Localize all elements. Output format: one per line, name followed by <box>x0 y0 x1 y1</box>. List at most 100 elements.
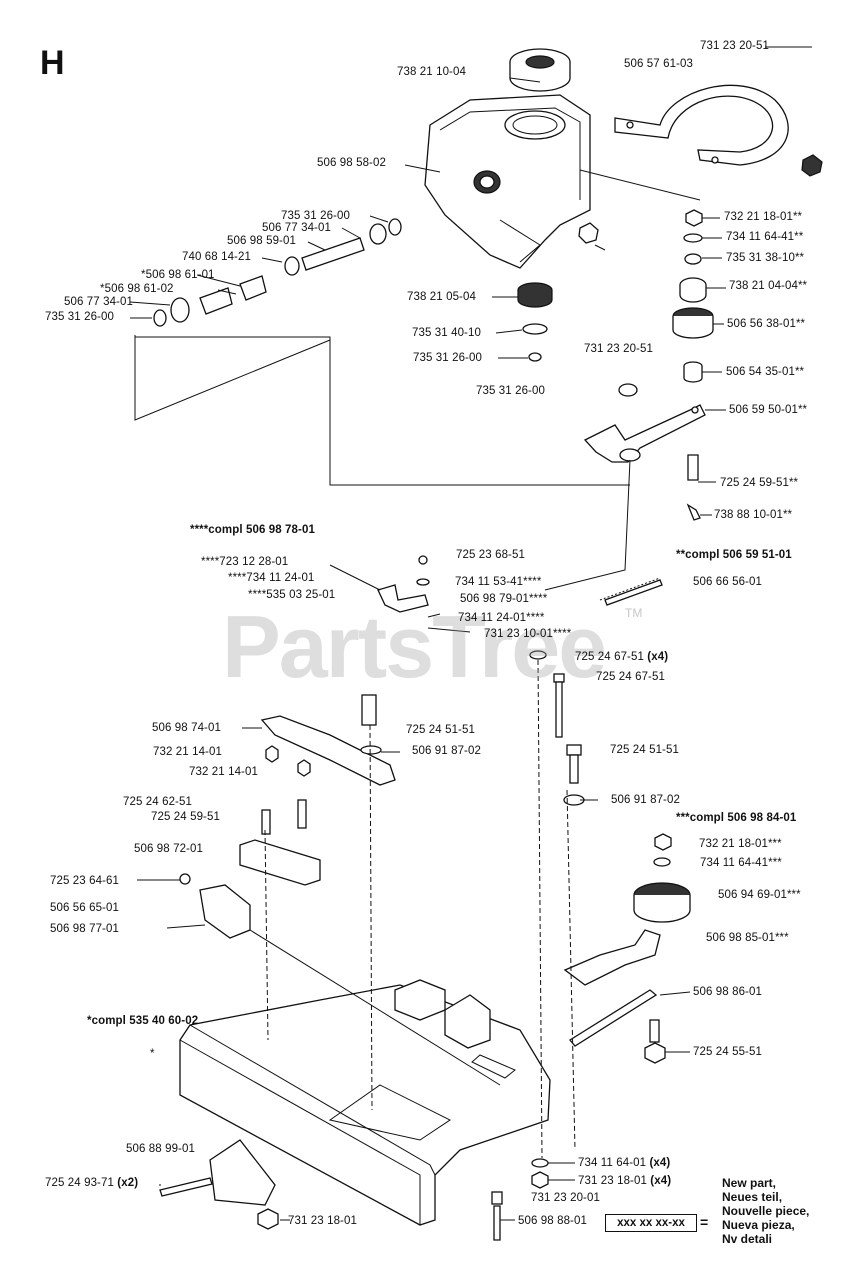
part-label: 735 31 26-00 <box>413 352 482 364</box>
part-label: 738 88 10-01** <box>714 509 793 521</box>
watermark: PartsTree <box>222 597 607 696</box>
part-label: 732 21 18-01** <box>724 211 803 223</box>
section-letter: H <box>40 44 65 82</box>
part-label: 506 98 77-01 <box>50 923 119 935</box>
center-bolts <box>529 650 585 806</box>
bottom-center-parts <box>491 1158 549 1241</box>
part-label: 725 24 62-51 <box>123 796 192 808</box>
part-label: 506 56 65-01 <box>50 902 119 914</box>
legend-equals: = <box>700 1214 709 1230</box>
part-label: 738 21 10-04 <box>397 66 466 78</box>
part-label: 506 54 35-01** <box>726 366 805 378</box>
part-label: 725 24 59-51 <box>151 811 220 823</box>
legend-line: Nv detali <box>722 1232 773 1246</box>
part-label: 506 98 85-01*** <box>706 932 789 944</box>
legend-text: New part, Neues teil, Nouvelle piece, Nu… <box>722 1176 809 1246</box>
legend-line: Nouvelle piece, <box>722 1204 810 1218</box>
part-label: 506 88 99-01 <box>126 1143 195 1155</box>
part-label: 732 21 14-01 <box>189 766 258 778</box>
part-label: 725 24 59-51** <box>720 477 799 489</box>
part-label: ****723 12 28-01 <box>201 556 289 568</box>
part-label: 725 24 51-51 <box>406 724 475 736</box>
gearbox-housing <box>424 94 591 269</box>
part-label: ****734 11 24-01 <box>228 572 315 584</box>
part-label: *506 98 61-01 <box>141 269 215 281</box>
part-label: 740 68 14-21 <box>182 251 251 263</box>
part-label: 725 24 55-51 <box>693 1046 762 1058</box>
part-label: 732 21 18-01*** <box>699 838 782 850</box>
mid-plate <box>260 694 396 786</box>
part-label: 731 23 18-01 <box>288 1215 357 1227</box>
part-label: 725 24 67-51 (x4) <box>575 651 669 663</box>
watermark-tm: TM <box>625 606 643 620</box>
compl-label: **compl 506 59 51-01 <box>676 549 792 561</box>
bottom-left-bracket <box>159 1139 279 1230</box>
part-label: 734 11 64-41*** <box>700 857 782 869</box>
part-label: 734 11 24-01**** <box>458 612 545 624</box>
part-label: 734 11 53-41**** <box>455 576 542 588</box>
legend-line: New part, <box>722 1176 777 1190</box>
compl-label: ***compl 506 98 84-01 <box>676 812 797 824</box>
mounting-strap <box>614 84 789 166</box>
bearing-lower <box>517 282 553 362</box>
spring-upper-body <box>604 579 663 606</box>
part-label: 738 21 05-04 <box>407 291 476 303</box>
compl-label: *compl 535 40 60-02 <box>87 1015 199 1027</box>
part-label: 506 77 34-01 <box>64 296 133 308</box>
part-label: 731 23 20-51 <box>700 40 769 52</box>
part-label: 506 56 38-01** <box>727 318 806 330</box>
spring-upper <box>599 577 661 601</box>
lower-left-bracket <box>179 873 251 939</box>
part-label: 731 23 20-01 <box>531 1192 600 1204</box>
part-label: 725 23 68-51 <box>456 549 525 561</box>
part-label: 725 24 67-51 <box>596 671 665 683</box>
legend-line: Nueva pieza, <box>722 1218 795 1232</box>
part-label: 506 91 87-02 <box>412 745 481 757</box>
tensioner-arm <box>583 383 706 521</box>
part-label: 725 23 64-61 <box>50 875 119 887</box>
part-label: 734 11 64-01 (x4) <box>578 1157 671 1169</box>
part-label: 506 77 34-01 <box>262 222 331 234</box>
part-label: 735 31 40-10 <box>412 327 481 339</box>
legend-code-box: xxx xx xx-xx <box>605 1214 697 1232</box>
legend-line: Neues teil, <box>722 1190 783 1204</box>
pulley-assembly <box>563 833 691 1064</box>
bearing-top <box>509 48 571 92</box>
star-mark: * <box>150 1048 155 1060</box>
part-label: 506 98 59-01 <box>227 235 296 247</box>
part-label: 506 66 56-01 <box>693 576 762 588</box>
part-label: 506 59 50-01** <box>729 404 808 416</box>
part-label: 735 31 26-00 <box>281 210 350 222</box>
part-label: 734 11 64-41** <box>726 231 804 243</box>
leader-lines <box>129 46 812 1221</box>
part-label: 506 57 61-03 <box>624 58 693 70</box>
part-label: ****535 03 25-01 <box>248 589 336 601</box>
right-column-stack <box>672 209 714 383</box>
part-label: 725 24 93-71 (x2) <box>45 1177 139 1189</box>
part-label: 738 21 04-04** <box>729 280 808 292</box>
part-label: *506 98 61-02 <box>100 283 174 295</box>
shaft-assembly <box>153 218 402 327</box>
part-label: 506 98 74-01 <box>152 722 221 734</box>
part-label: 731 23 18-01 (x4) <box>578 1175 672 1187</box>
part-label: 506 98 58-02 <box>317 157 386 169</box>
part-label: 506 98 88-01 <box>518 1215 587 1227</box>
part-label: 506 94 69-01*** <box>718 889 801 901</box>
part-label: 735 31 26-00 <box>45 311 114 323</box>
part-label: 731 23 10-01**** <box>484 628 572 640</box>
part-label: 506 98 72-01 <box>134 843 203 855</box>
spring-lower <box>569 989 658 1047</box>
part-label: 731 23 20-51 <box>584 343 653 355</box>
nut-top-right <box>801 154 823 177</box>
nut-housing <box>578 222 599 244</box>
bracket-mid <box>377 555 430 613</box>
part-label: 735 31 26-00 <box>476 385 545 397</box>
part-label: 732 21 14-01 <box>153 746 222 758</box>
part-label: 506 98 86-01 <box>693 986 762 998</box>
part-label: 735 31 38-10** <box>726 252 805 264</box>
part-label: 725 24 51-51 <box>610 744 679 756</box>
main-frame <box>179 979 551 1226</box>
part-label: 506 98 79-01**** <box>460 593 548 605</box>
pad-and-bolts <box>239 799 321 886</box>
